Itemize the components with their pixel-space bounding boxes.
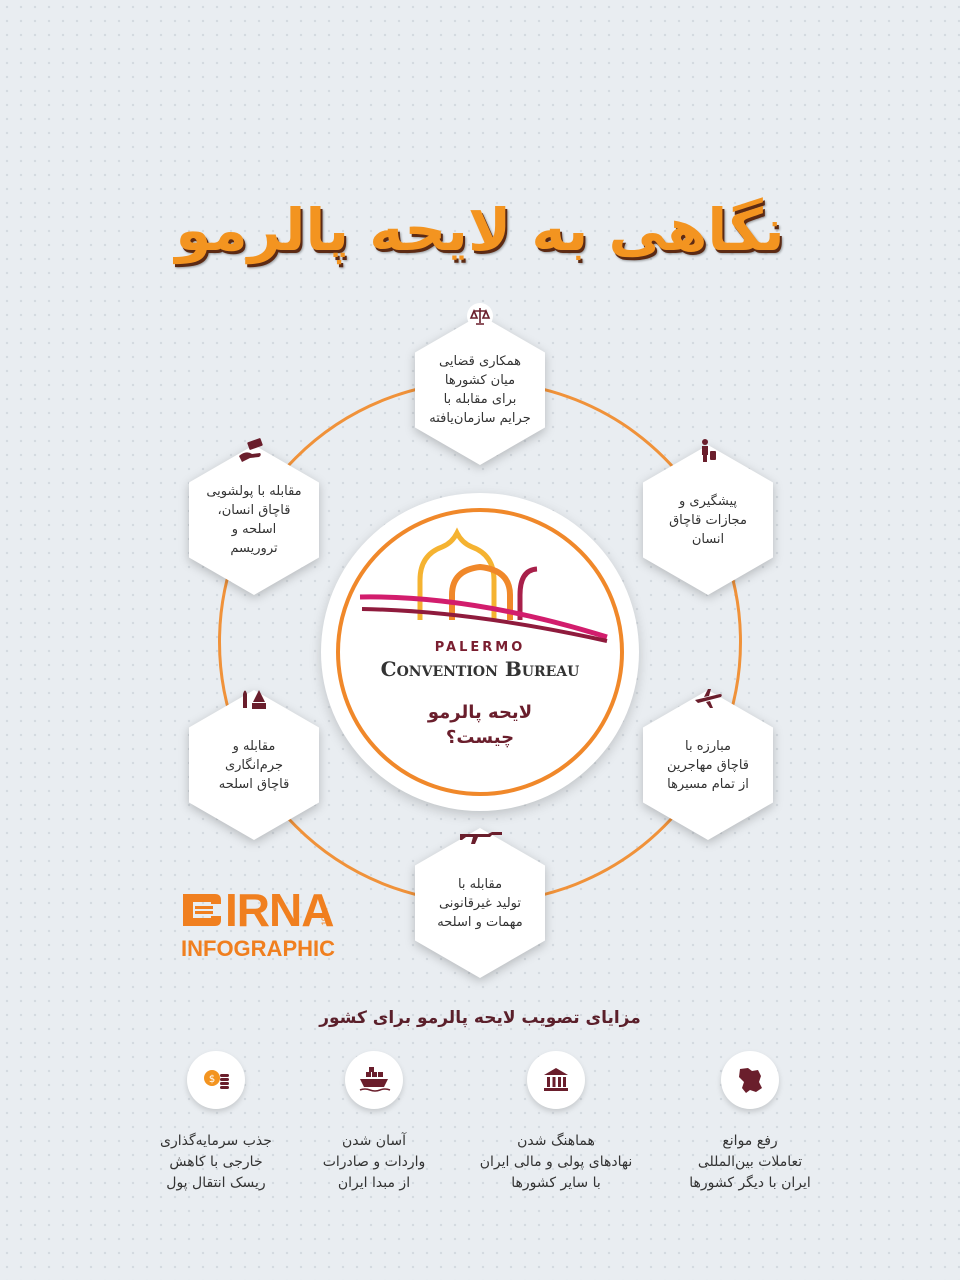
rifle-icon	[460, 832, 502, 844]
hex-text: مقابله با تولید غیرقانونی مهمات و اسلحه	[437, 876, 523, 930]
benefit-icon-circle	[345, 1051, 403, 1109]
hex-text: مقابله و جرم‌انگاری قاچاق اسلحه	[218, 738, 290, 792]
hex-text: مقابله با پولشویی قاچاق انسان، اسلحه و ت…	[206, 484, 302, 556]
logo-line1: PALERMO	[434, 640, 526, 655]
logo-line2: Convention Bureau	[380, 657, 580, 681]
hex-text: همکاری قضایی میان کشورها برای مقابله با …	[429, 354, 531, 426]
coins-icon: $	[204, 1070, 229, 1089]
palermo-logo	[359, 527, 608, 643]
benefits-title: مزایای تصویب لایحه پالرمو برای کشور	[319, 1008, 641, 1028]
cargo-ship-icon	[359, 1067, 391, 1092]
center-question: لایحه پالرمو چیست؟	[427, 702, 533, 748]
center-inner-circle	[336, 508, 624, 796]
brand-year: 1934	[320, 907, 330, 926]
benefit-text: هماهنگ شدن نهادهای پولی و مالی ایران با …	[479, 1133, 633, 1191]
bank-icon	[544, 1068, 568, 1091]
benefit-text: جذب سرمایه‌گذاری خارجی با کاهش ریسک انتق…	[160, 1133, 272, 1191]
scales-icon	[467, 303, 493, 329]
brand-tagline: INFOGRAPHIC	[181, 936, 335, 961]
hex-migrant-smuggling: مبارزه با قاچاق مهاجرین از تمام مسیرها	[643, 690, 773, 840]
irna-logo-mark	[183, 894, 221, 926]
hex-arms-trafficking: مقابله و جرم‌انگاری قاچاق اسلحه	[189, 690, 319, 840]
money-hand-icon	[239, 438, 263, 462]
hex-money-laundering: مقابله با پولشویی قاچاق انسان، اسلحه و ت…	[189, 445, 319, 595]
svg-text:$: $	[209, 1074, 215, 1085]
iran-map-icon	[739, 1068, 762, 1093]
benefit-text: رفع موانع تعاملات بین‌المللی ایران با دی…	[689, 1133, 811, 1191]
ammo-icon	[243, 690, 266, 709]
benefit-icon-circle: $	[187, 1051, 245, 1109]
hex-text: پیشگیری و مجازات قاچاق انسان	[669, 493, 747, 547]
page-title: نگاهی به لایحه پالرمو	[175, 196, 785, 264]
brand-name: IRNA	[225, 884, 334, 936]
hex-text: مبارزه با قاچاق مهاجرین از تمام مسیرها	[666, 738, 750, 792]
benefit-text: آسان شدن واردات و صادرات از مبدا ایران	[322, 1133, 426, 1191]
person-luggage-icon	[702, 439, 716, 462]
hex-illegal-ammunition: مقابله با تولید غیرقانونی مهمات و اسلحه	[415, 828, 545, 978]
benefit-icon-circle	[527, 1051, 585, 1109]
benefit-icon-circle	[721, 1051, 779, 1109]
airplane-icon	[695, 689, 722, 708]
hex-judicial-cooperation: همکاری قضایی میان کشورها برای مقابله با …	[415, 315, 545, 465]
hex-human-trafficking: پیشگیری و مجازات قاچاق انسان	[643, 445, 773, 595]
